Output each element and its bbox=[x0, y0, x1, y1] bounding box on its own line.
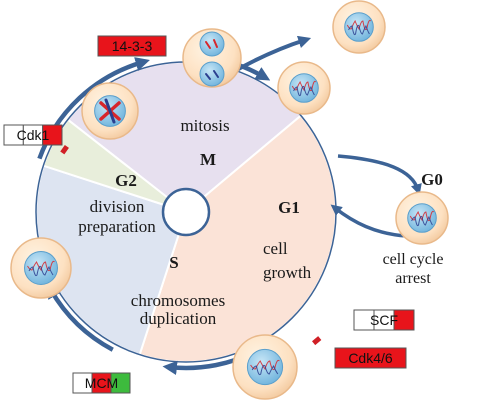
g0-label-line1: cell cycle bbox=[383, 251, 444, 268]
g1-cell bbox=[232, 334, 298, 400]
marker-scf: SCF bbox=[353, 309, 415, 331]
mitosis-letter: M bbox=[200, 150, 216, 169]
marker-mcm: MCM bbox=[72, 372, 131, 394]
s-label-line1: chromosomes bbox=[131, 291, 225, 310]
g0-cell bbox=[395, 191, 449, 245]
cycle-wheel bbox=[35, 61, 337, 363]
g0-label-line2: arrest bbox=[395, 270, 431, 287]
marker-cdk46: Cdk4/6 bbox=[334, 347, 407, 369]
arrow-s-to-g2 bbox=[47, 283, 114, 352]
g1-label-line2: growth bbox=[263, 263, 312, 282]
arrow-to-g0 bbox=[337, 154, 422, 196]
center-hole bbox=[161, 187, 211, 237]
g1-label-line1: cell bbox=[263, 239, 288, 258]
marker-cdk46-label: Cdk4/6 bbox=[348, 350, 393, 366]
marker-cdk46-cell bbox=[334, 347, 407, 369]
marker-scf-cell bbox=[393, 309, 415, 331]
marker-mcm-label: MCM bbox=[85, 375, 118, 391]
marker-cdk1-cell bbox=[42, 124, 63, 146]
s-label-line2: duplication bbox=[140, 309, 217, 328]
g0-letter: G0 bbox=[421, 170, 443, 189]
daughter-cell-right bbox=[277, 61, 331, 115]
marker-cdk1-label: Cdk1 bbox=[17, 127, 50, 143]
s-cell bbox=[10, 237, 72, 299]
g2-label-line2: preparation bbox=[78, 217, 156, 236]
g2-label-line1: division bbox=[90, 197, 145, 216]
mitosis-label: mitosis bbox=[180, 116, 229, 135]
released-cell bbox=[332, 0, 386, 54]
g1-letter: G1 bbox=[278, 198, 300, 217]
marker-cdk1: Cdk1 bbox=[3, 124, 63, 146]
marker-mcm-cell bbox=[110, 372, 131, 394]
checkpoint-g2-m bbox=[60, 145, 69, 155]
g2-cell bbox=[81, 82, 139, 140]
arrow-from-g0 bbox=[330, 204, 408, 238]
checkpoint-g1-s bbox=[312, 336, 322, 346]
g2-letter: G2 bbox=[115, 171, 137, 190]
marker-m1433-cell bbox=[97, 35, 167, 57]
marker-m1433-label: 14-3-3 bbox=[112, 38, 153, 54]
cells bbox=[10, 0, 449, 400]
marker-m1433: 14-3-3 bbox=[97, 35, 167, 57]
marker-scf-label: SCF bbox=[370, 312, 398, 328]
s-letter: S bbox=[169, 253, 178, 272]
dividing-cell-top bbox=[182, 28, 242, 88]
